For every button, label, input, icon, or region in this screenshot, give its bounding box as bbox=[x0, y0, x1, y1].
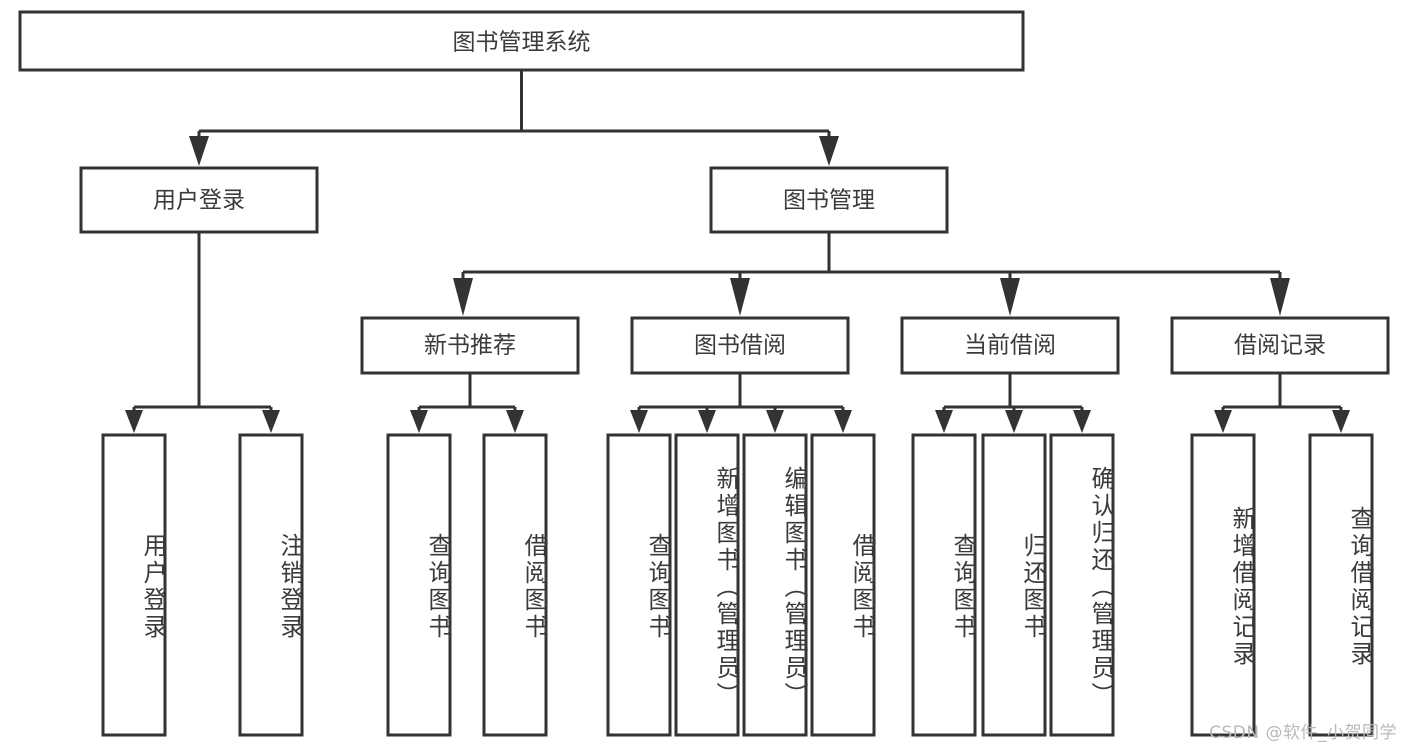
leaf-add-record-box[interactable] bbox=[1190, 433, 1256, 737]
leaf-return-book-box[interactable] bbox=[981, 433, 1047, 737]
arrowhead-book-manage bbox=[819, 136, 839, 166]
arrowhead-book-borrow bbox=[730, 278, 750, 316]
arrowhead-leaf-edit-book bbox=[766, 410, 784, 433]
book-borrow-box[interactable] bbox=[630, 316, 850, 375]
node-borrow-record[interactable]: 借阅记录 bbox=[1170, 316, 1390, 375]
arrowhead-borrow-record bbox=[1270, 278, 1290, 316]
leaf-query-record-box[interactable] bbox=[1308, 433, 1374, 737]
watermark-text: CSDN @软件_小贺同学 bbox=[1209, 723, 1397, 743]
user-login-label: 用户登录 bbox=[153, 188, 245, 214]
node-book-manage[interactable]: 图书管理 bbox=[709, 166, 949, 234]
new-book-rec-label: 新书推荐 bbox=[424, 333, 516, 359]
book-manage-box[interactable] bbox=[709, 166, 949, 234]
arrowhead-leaf-query-record bbox=[1332, 410, 1350, 433]
leaf-user-login-box[interactable] bbox=[101, 433, 167, 737]
arrowhead-leaf-confirm-return bbox=[1073, 410, 1091, 433]
new-book-rec-box[interactable] bbox=[360, 316, 580, 375]
node-current-borrow[interactable]: 当前借阅 bbox=[900, 316, 1120, 375]
current-borrow-box[interactable] bbox=[900, 316, 1120, 375]
leaf-borrow-book-1-box[interactable] bbox=[482, 433, 548, 737]
leaf-query-book-1-box[interactable] bbox=[386, 433, 452, 737]
arrowhead-new-book-rec bbox=[453, 278, 473, 316]
arrowhead-leaf-query-book-1 bbox=[410, 410, 428, 433]
node-new-book-rec[interactable]: 新书推荐 bbox=[360, 316, 580, 375]
leaf-borrow-book-2-box[interactable] bbox=[810, 433, 876, 737]
arrowhead-leaf-borrow-book-1 bbox=[506, 410, 524, 433]
arrowhead-leaf-add-book bbox=[698, 410, 716, 433]
leaf-edit-book-box[interactable] bbox=[742, 433, 808, 737]
arrowhead-user-login bbox=[189, 136, 209, 166]
arrowhead-leaf-user-login bbox=[125, 410, 143, 433]
book-manage-label: 图书管理 bbox=[783, 188, 875, 214]
leaf-box-layer bbox=[101, 433, 1374, 737]
arrowhead-leaf-return-book bbox=[1005, 410, 1023, 433]
book-borrow-label: 图书借阅 bbox=[694, 333, 786, 359]
node-root[interactable]: 图书管理系统 bbox=[18, 10, 1025, 72]
node-book-borrow[interactable]: 图书借阅 bbox=[630, 316, 850, 375]
arrowhead-leaf-query-book-2 bbox=[630, 410, 648, 433]
leaf-logout-login-box[interactable] bbox=[238, 433, 304, 737]
leaf-query-book-2-box[interactable] bbox=[606, 433, 672, 737]
borrow-record-label: 借阅记录 bbox=[1234, 333, 1326, 359]
root-label: 图书管理系统 bbox=[453, 30, 591, 56]
leaf-confirm-return-box[interactable] bbox=[1049, 433, 1115, 737]
arrowhead-leaf-logout-login bbox=[262, 410, 280, 433]
node-user-login[interactable]: 用户登录 bbox=[79, 166, 319, 234]
leaf-add-book-box[interactable] bbox=[674, 433, 740, 737]
borrow-record-box[interactable] bbox=[1170, 316, 1390, 375]
leaf-query-book-3-box[interactable] bbox=[911, 433, 977, 737]
arrowhead-leaf-query-book-3 bbox=[935, 410, 953, 433]
root-box[interactable] bbox=[18, 10, 1025, 72]
arrowhead-leaf-borrow-book-2 bbox=[834, 410, 852, 433]
arrowhead-leaf-add-record bbox=[1214, 410, 1232, 433]
current-borrow-label: 当前借阅 bbox=[964, 333, 1056, 359]
arrowhead-current-borrow bbox=[1000, 278, 1020, 316]
